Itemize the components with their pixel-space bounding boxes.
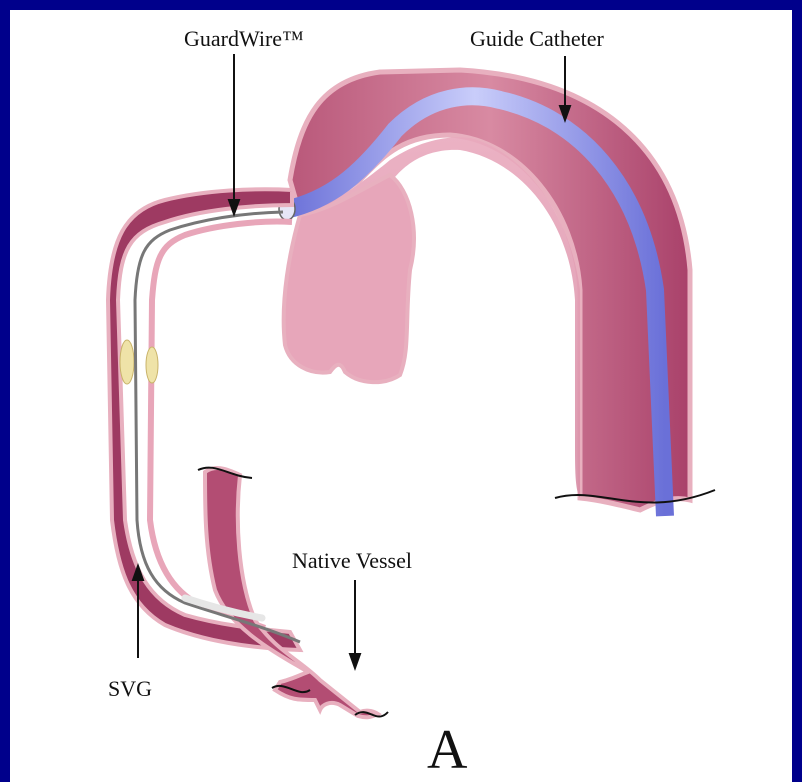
- label-guide-catheter: Guide Catheter: [470, 28, 604, 50]
- plaque-deposits: [120, 340, 158, 384]
- label-guardwire: GuardWire™: [184, 28, 304, 50]
- vessel-illustration: [10, 10, 792, 782]
- panel-letter: A: [427, 722, 467, 778]
- diagram-canvas: GuardWire™ Guide Catheter Native Vessel …: [10, 10, 792, 782]
- native-vessel: [205, 468, 378, 717]
- label-native-vessel: Native Vessel: [292, 550, 412, 572]
- label-svg: SVG: [108, 678, 152, 700]
